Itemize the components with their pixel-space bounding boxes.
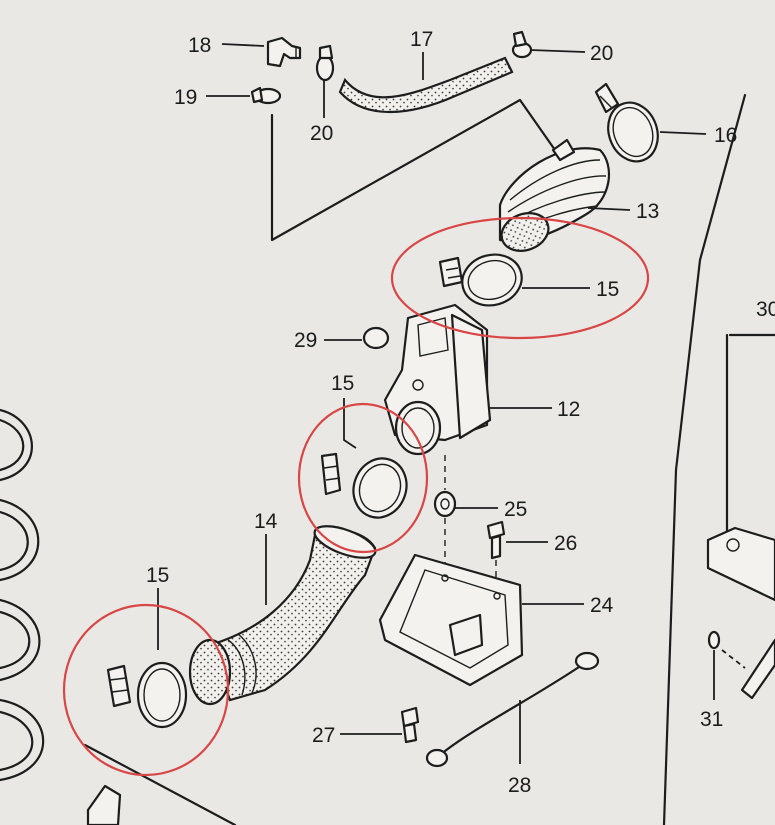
part-28-ground-strap	[425, 651, 600, 768]
part-16-hose-clamp	[594, 82, 659, 163]
label-27: 27	[312, 724, 335, 747]
label-12: 12	[557, 398, 580, 421]
label-15-lower: 15	[146, 564, 169, 587]
label-31: 31	[700, 708, 723, 731]
part-20-clamp-right	[511, 30, 533, 59]
part-15-clamp-upper	[438, 253, 523, 307]
highlight-circle-lower	[62, 603, 230, 777]
part-labels: 18 19 20 17 20 16 13 15 30 29 15 12 25 1…	[146, 28, 775, 797]
label-16: 16	[714, 124, 737, 147]
part-19-small-clamp	[250, 86, 282, 105]
part-15-clamp-lower	[106, 661, 188, 729]
part-27-bolt	[400, 706, 420, 744]
label-14: 14	[254, 510, 278, 533]
label-15-middle: 15	[331, 372, 354, 395]
part-18-elbow-fitting	[266, 36, 302, 68]
coil-spring	[0, 408, 237, 825]
part-20-clamp-left	[315, 44, 335, 82]
part-15-clamp-middle	[320, 452, 408, 519]
label-20-left: 20	[310, 122, 333, 145]
part-29-cap	[362, 326, 390, 350]
leader-lines	[157, 43, 707, 764]
label-13: 13	[636, 200, 659, 223]
label-26: 26	[554, 532, 577, 555]
part-26-bolt	[486, 520, 506, 590]
part-25-grommet	[433, 455, 457, 580]
label-20-right: 20	[590, 42, 613, 65]
highlight-circles	[62, 216, 650, 777]
label-24: 24	[590, 594, 614, 617]
part-13-bellows-boot	[498, 138, 611, 252]
part-24-bracket-plate	[378, 553, 524, 687]
label-15-upper: 15	[596, 278, 619, 301]
breather-line	[270, 98, 557, 242]
label-18: 18	[188, 34, 211, 57]
label-30: 30	[756, 298, 775, 321]
label-29: 29	[294, 329, 317, 352]
highlight-circle-upper	[390, 216, 650, 340]
part-14-intake-hose	[188, 525, 377, 706]
side-panel-frame	[662, 93, 775, 825]
highlight-circle-middle	[297, 402, 429, 554]
label-17: 17	[410, 28, 433, 51]
label-19: 19	[174, 86, 197, 109]
label-28: 28	[508, 774, 531, 797]
part-17-breather-hose	[338, 56, 514, 114]
part-12-throttle-body	[383, 303, 492, 456]
label-25: 25	[504, 498, 527, 521]
